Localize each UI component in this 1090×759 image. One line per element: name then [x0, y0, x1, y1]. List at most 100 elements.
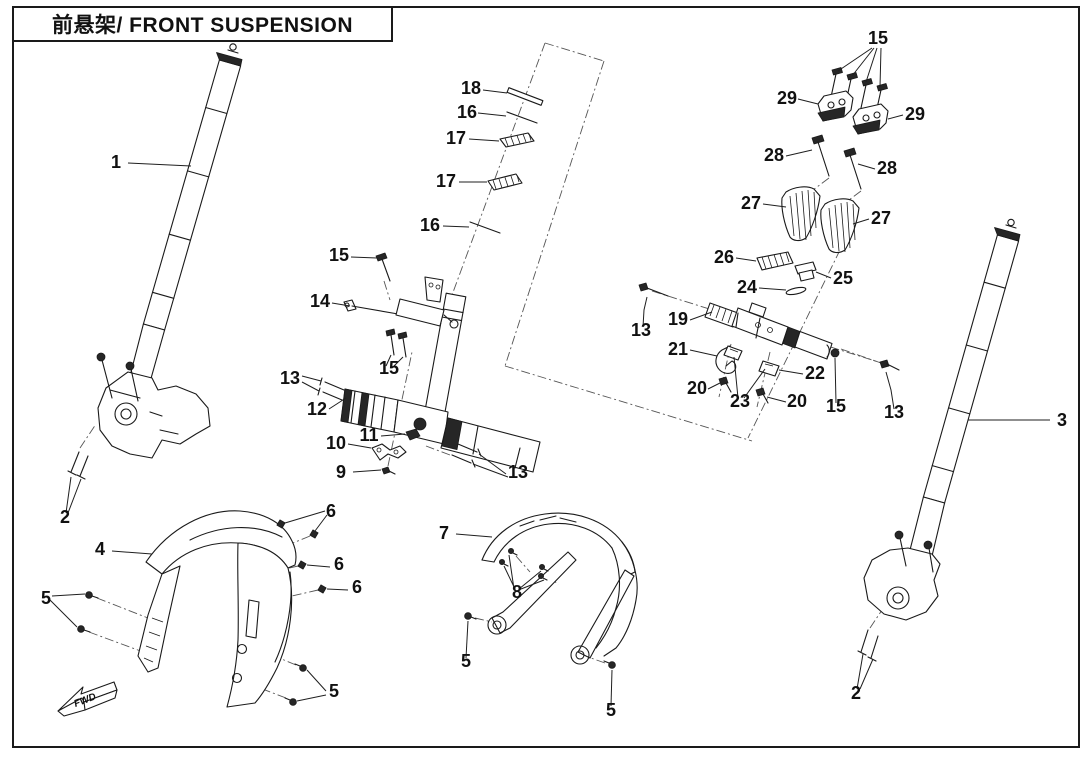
spring-26 — [756, 251, 794, 271]
callout-27: 27 — [741, 193, 761, 213]
damper-cone-27-right — [820, 198, 860, 254]
right-fork-assembly — [857, 218, 1021, 662]
callout-12: 12 — [307, 399, 327, 419]
caliper-lug-bolt — [923, 540, 933, 550]
fender-crown — [145, 510, 297, 575]
rod-16-upper — [506, 111, 538, 124]
callout-21: 21 — [668, 339, 688, 359]
clamp-piece-22 — [758, 360, 780, 377]
upper-clamp-cluster — [638, 251, 840, 404]
fender-nuts-6 — [276, 519, 327, 594]
callout-7: 7 — [439, 523, 449, 543]
bolt-13-cluster-left — [638, 282, 669, 297]
callout-29: 29 — [905, 104, 925, 124]
steering-damper-14 — [343, 276, 459, 329]
callout-17: 17 — [446, 128, 466, 148]
callout-26: 26 — [714, 247, 734, 267]
left-fork-cap — [216, 52, 243, 67]
pin-18 — [506, 87, 544, 106]
ball-15 — [830, 348, 840, 358]
callout-24: 24 — [737, 277, 757, 297]
bolt-15-top — [375, 252, 391, 282]
callout-27: 27 — [871, 208, 891, 228]
callout-20: 20 — [687, 378, 707, 398]
callout-5: 5 — [461, 651, 471, 671]
caliper-lug-bolt — [894, 530, 904, 540]
callout-6: 6 — [352, 577, 362, 597]
part-11 — [405, 428, 421, 441]
damper-cone-27-left — [781, 186, 821, 242]
caliper-lug-bolt — [96, 352, 106, 362]
clamp-piece-23 — [723, 345, 743, 361]
callout-5: 5 — [329, 681, 339, 701]
right-fork-tube — [922, 234, 1020, 504]
callout-18: 18 — [461, 78, 481, 98]
callout-2: 2 — [851, 683, 861, 703]
callout-23: 23 — [730, 391, 750, 411]
cap-25 — [794, 261, 817, 282]
callout-13: 13 — [884, 402, 904, 422]
bolt-13-right — [879, 359, 900, 371]
callout-15: 15 — [379, 358, 399, 378]
callout-14: 14 — [310, 291, 330, 311]
clamp-cap-29-right — [852, 103, 889, 135]
callout-15: 15 — [329, 245, 349, 265]
callout-15: 15 — [826, 396, 846, 416]
fender-left-leg — [137, 565, 181, 673]
callout-10: 10 — [326, 433, 346, 453]
front-fender — [77, 510, 327, 708]
hook-21 — [715, 345, 737, 374]
page-border — [12, 6, 1080, 748]
callout-8: 8 — [512, 582, 522, 602]
left-fork-assembly — [67, 43, 243, 480]
callout-28: 28 — [877, 158, 897, 178]
washer-17-lower — [487, 173, 523, 191]
callout-2: 2 — [60, 507, 70, 527]
callout-28: 28 — [764, 145, 784, 165]
bolt-9 — [381, 466, 396, 475]
fwd-arrow: FWD — [57, 681, 118, 717]
riser-bolts-28 — [811, 134, 862, 190]
callout-22: 22 — [805, 363, 825, 383]
callout-6: 6 — [334, 554, 344, 574]
callout-19: 19 — [668, 309, 688, 329]
right-axle-clamp — [863, 547, 941, 621]
bolts-20 — [718, 376, 769, 404]
callout-16: 16 — [420, 215, 440, 235]
right-fork-cap — [994, 227, 1021, 242]
callout-5: 5 — [41, 588, 51, 608]
bracket-10 — [371, 443, 407, 461]
bolts-13-left-pair — [317, 377, 345, 401]
callout-29: 29 — [777, 88, 797, 108]
right-axle-bolts-2 — [857, 629, 879, 662]
steering-stack-parts — [469, 87, 544, 234]
fender-right-leg — [226, 542, 293, 708]
callout-1: 1 — [111, 152, 121, 172]
left-axle-clamp — [97, 371, 211, 459]
callout-9: 9 — [336, 462, 346, 482]
callout-4: 4 — [95, 539, 105, 559]
callout-13: 13 — [631, 320, 651, 340]
callout-13: 13 — [280, 368, 300, 388]
callout-17: 17 — [436, 171, 456, 191]
callout-20: 20 — [787, 391, 807, 411]
callout-5: 5 — [606, 700, 616, 720]
callout-15: 15 — [868, 28, 888, 48]
diagram-title: 前悬架/ FRONT SUSPENSION — [12, 6, 393, 42]
callout-3: 3 — [1057, 410, 1067, 430]
rod-16-lower — [469, 221, 501, 234]
steering-stem-cluster — [317, 252, 541, 475]
callout-6: 6 — [326, 501, 336, 521]
washer-17-upper — [499, 132, 535, 148]
fender-bracket — [464, 512, 638, 669]
left-axle-bolts-2 — [67, 451, 89, 480]
bracket-strut-right — [577, 569, 635, 659]
bolts-15-mid — [385, 328, 408, 358]
callout-25: 25 — [833, 268, 853, 288]
riser-assembly-19 — [704, 302, 833, 360]
callout-11: 11 — [359, 425, 378, 445]
left-fork-tube — [142, 59, 242, 331]
handlebar-clamp-cluster — [781, 67, 889, 254]
